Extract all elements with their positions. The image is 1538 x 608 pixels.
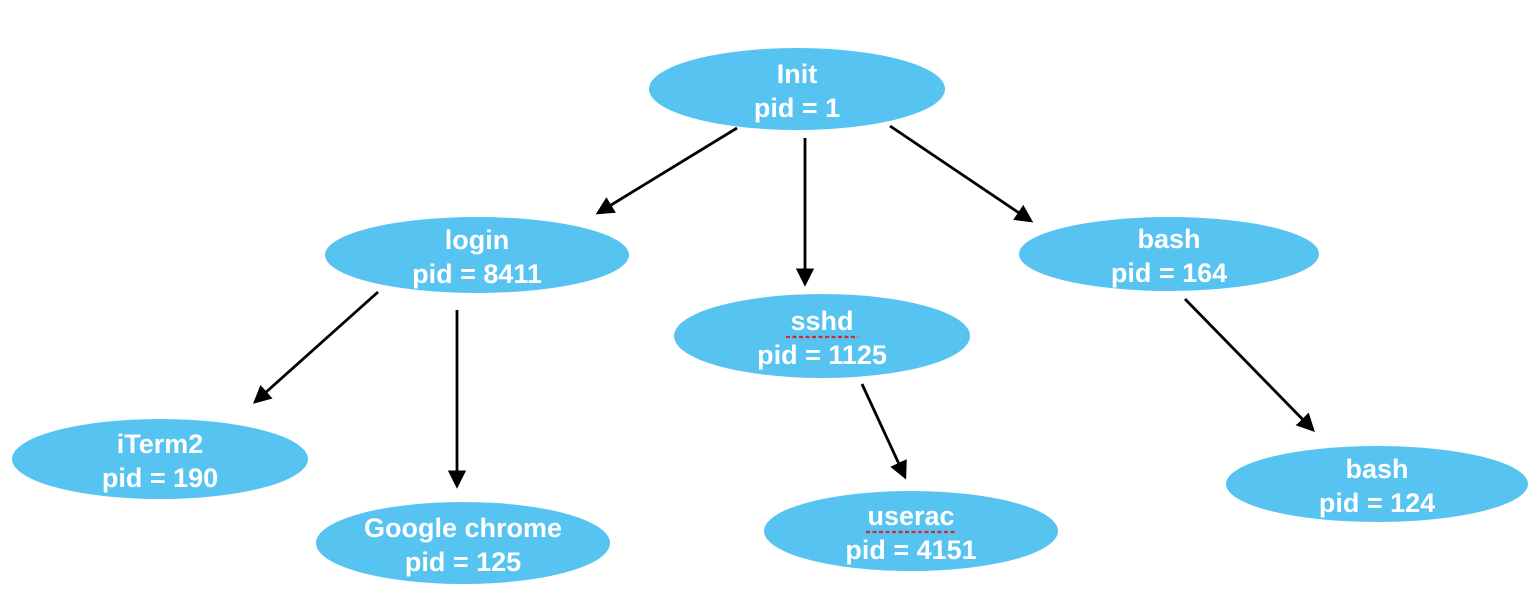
node-init-pid: pid = 1 <box>754 93 840 123</box>
node-bash-164-label: bash <box>1137 224 1200 254</box>
node-bash-164-pid: pid = 164 <box>1111 258 1227 288</box>
node-userac-ellipse <box>764 491 1058 571</box>
node-userac-label: userac <box>867 501 954 531</box>
node-login-pid: pid = 8411 <box>412 259 542 289</box>
node-bash-124-ellipse <box>1226 446 1528 522</box>
node-userac: userac pid = 4151 <box>764 491 1058 571</box>
node-login-ellipse <box>325 217 629 293</box>
node-init: Init pid = 1 <box>649 48 945 130</box>
node-bash-164: bash pid = 164 <box>1019 217 1319 291</box>
node-google-chrome: Google chrome pid = 125 <box>316 502 610 584</box>
node-google-chrome-ellipse <box>316 502 610 584</box>
edge-bash164-bash124 <box>1183 298 1315 432</box>
node-bash-124-pid: pid = 124 <box>1319 488 1435 518</box>
node-init-ellipse <box>649 48 945 130</box>
node-iterm2-pid: pid = 190 <box>102 463 218 493</box>
node-login-label: login <box>445 225 509 255</box>
node-userac-pid: pid = 4151 <box>845 535 976 565</box>
node-bash-164-ellipse <box>1019 217 1319 291</box>
edge-sshd-userac <box>860 383 907 480</box>
node-bash-124-label: bash <box>1345 454 1408 484</box>
node-sshd-pid: pid = 1125 <box>757 340 887 370</box>
node-init-label: Init <box>777 59 818 89</box>
node-sshd-label: sshd <box>790 306 853 336</box>
edge-login-iterm2 <box>252 290 379 404</box>
edge-init-bash164 <box>889 124 1034 223</box>
node-google-chrome-label: Google chrome <box>364 513 562 543</box>
edge-init-login <box>595 126 738 215</box>
node-bash-124: bash pid = 124 <box>1226 446 1528 522</box>
node-login: login pid = 8411 <box>325 217 629 293</box>
node-google-chrome-pid: pid = 125 <box>405 547 521 577</box>
node-iterm2-label: iTerm2 <box>117 429 204 459</box>
edges <box>252 124 1315 489</box>
node-iterm2: iTerm2 pid = 190 <box>12 419 308 499</box>
node-sshd: sshd pid = 1125 <box>674 294 970 378</box>
node-iterm2-ellipse <box>12 419 308 499</box>
